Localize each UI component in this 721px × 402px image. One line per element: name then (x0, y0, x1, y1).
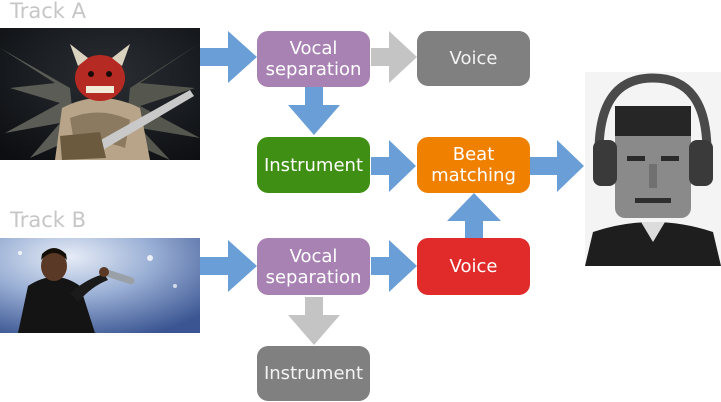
track-a-voice-box: Voice (417, 31, 530, 86)
arrow-separation-b-to-voice (371, 240, 417, 292)
track-a-instrument-box: Instrument (257, 137, 370, 193)
beat-matching-line2: matching (431, 165, 516, 186)
arrow-track-a-to-separation (200, 31, 257, 83)
singer-with-microphone-icon (0, 238, 200, 333)
arrow-voice-to-beat-matching (447, 193, 501, 238)
track-b-voice-box: Voice (417, 238, 530, 295)
track-b-vocal-separation-line2: separation (265, 266, 362, 288)
track-b-label: Track B (10, 208, 87, 232)
beat-matching-box: Beat matching (417, 137, 530, 193)
arrow-beat-matching-to-output (530, 140, 584, 192)
arrow-separation-a-to-instrument (288, 87, 340, 135)
track-b-vocal-separation-line1: Vocal (289, 245, 338, 267)
beat-matching-line1: Beat (452, 144, 495, 165)
track-a-vocal-separation-line1: Vocal (289, 38, 338, 59)
track-b-instrument-label: Instrument (263, 363, 364, 384)
track-b-voice-label: Voice (449, 256, 498, 277)
arrow-instrument-to-beat-matching (371, 140, 416, 192)
arrow-track-b-to-separation (200, 240, 257, 292)
frankenstein-with-headphones-icon (585, 72, 721, 266)
guitarist-with-monster-mask-icon (0, 28, 200, 160)
arrow-separation-a-to-voice (371, 31, 417, 83)
arrow-separation-b-to-instrument (288, 297, 340, 345)
track-a-instrument-label: Instrument (263, 154, 364, 176)
track-b-instrument-box: Instrument (257, 346, 370, 401)
track-a-vocal-separation-line2: separation (265, 59, 362, 80)
track-a-voice-label: Voice (449, 48, 498, 69)
track-a-label: Track A (10, 0, 86, 23)
track-b-vocal-separation-box: Vocal separation (257, 238, 370, 295)
track-a-vocal-separation-box: Vocal separation (257, 31, 370, 87)
